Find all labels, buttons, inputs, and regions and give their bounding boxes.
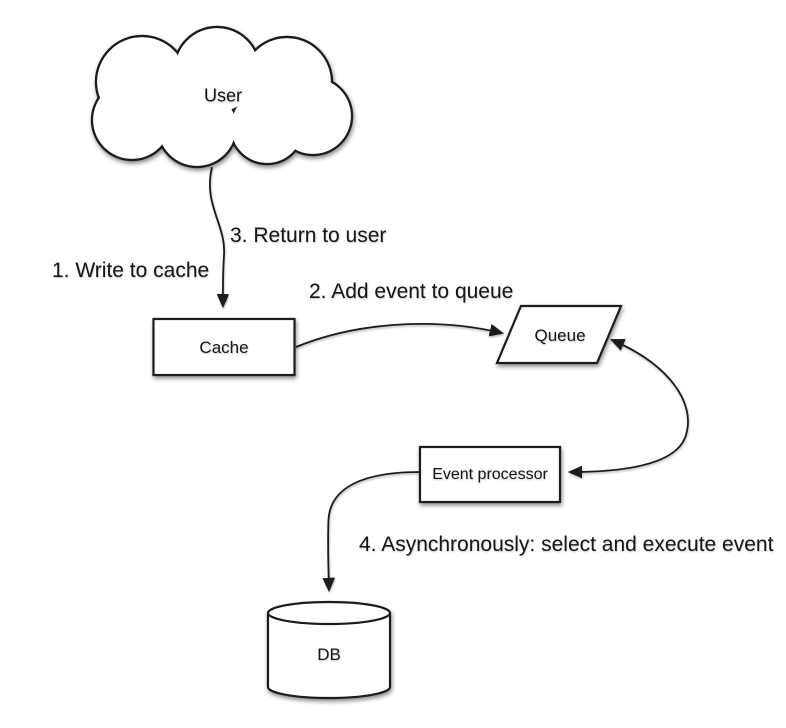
arrow-cache-to-queue: [295, 323, 505, 348]
edge-label-step1: 1. Write to cache: [52, 259, 210, 282]
event-processor-label: Event processor: [432, 466, 548, 483]
db-cylinder: [266, 600, 392, 700]
edge-label-step3: 3. Return to user: [230, 224, 387, 247]
cache-box: [152, 317, 296, 377]
user-cloud-shape: [90, 25, 354, 169]
db-label: DB: [317, 645, 341, 664]
event-processor-box: [418, 445, 562, 504]
arrow-event-processor-to-db: [322, 471, 421, 593]
arrow-queue-event-processor: [567, 339, 689, 479]
arrow-user-to-cache: [209, 166, 230, 309]
edge-label-step2: 2. Add event to queue: [309, 280, 514, 303]
edge-label-step4: 4. Asynchronously: select and execute ev…: [359, 533, 774, 556]
queue-parallelogram: [495, 304, 623, 365]
user-label: User: [203, 85, 243, 106]
queue-label: Queue: [534, 326, 586, 345]
cache-label: Cache: [199, 338, 249, 357]
